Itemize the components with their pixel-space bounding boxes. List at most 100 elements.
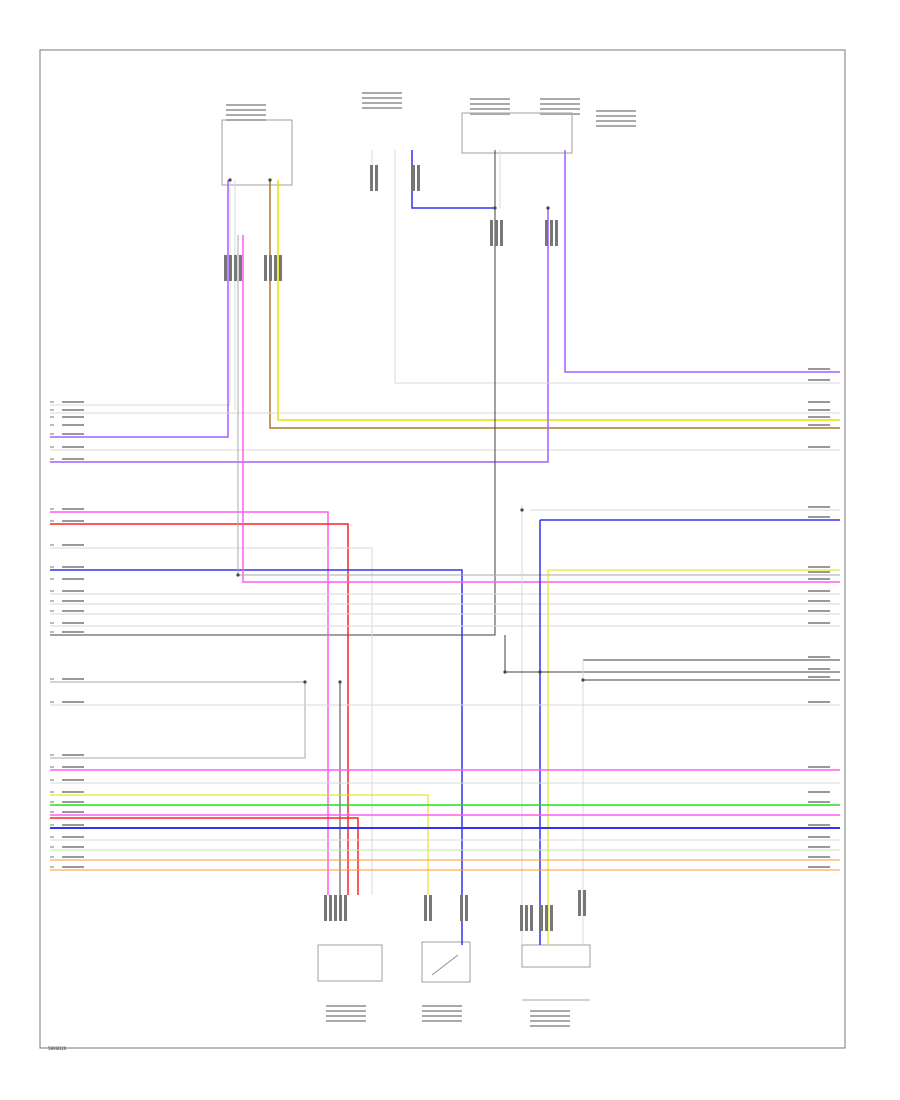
wire-violet-9 <box>564 150 840 373</box>
junction-dot-3 <box>493 206 497 210</box>
left-pin-mark-2 <box>50 409 54 411</box>
junction-dot-1 <box>228 178 232 182</box>
right-label-mark-26 <box>808 846 830 848</box>
component-label-mark-8-3 <box>530 1020 570 1022</box>
left-pin-mark-23 <box>50 791 54 793</box>
left-pin-mark-16 <box>50 622 54 624</box>
connector-pin-9-3 <box>530 905 533 931</box>
left-pin-mark-15 <box>50 610 54 612</box>
left-label-mark-24 <box>62 801 84 803</box>
component-label-mark-3-1 <box>470 98 510 100</box>
junction-dot-11 <box>503 670 507 674</box>
component-label-mark-8-2 <box>530 1015 570 1017</box>
left-pin-mark-8 <box>50 508 54 510</box>
component-label-mark-2-1 <box>362 92 402 94</box>
left-label-mark-6 <box>62 446 84 448</box>
component-label-mark-3-2 <box>470 103 510 105</box>
right-label-mark-21 <box>808 766 830 768</box>
component-label-mark-3-4 <box>470 113 510 115</box>
left-label-mark-16 <box>62 622 84 624</box>
left-label-mark-20 <box>62 754 84 756</box>
connector-pin-12-1 <box>460 895 463 921</box>
wire-brown-4 <box>269 180 840 429</box>
left-pin-mark-20 <box>50 754 54 756</box>
junction-dot-6 <box>303 680 307 684</box>
wire-black-13 <box>50 150 496 636</box>
connector-pin-12-2 <box>465 895 468 921</box>
module-left-bottom <box>317 944 383 982</box>
connector-pin-2-3 <box>274 255 277 281</box>
left-label-mark-5 <box>62 433 84 435</box>
wire-black-31 <box>504 635 840 673</box>
wire-yellow-5 <box>277 180 840 421</box>
left-pin-mark-14 <box>50 600 54 602</box>
connector-pin-3-1 <box>370 165 373 191</box>
sensor-right-bottom <box>521 944 591 968</box>
left-label-mark-28 <box>62 846 84 848</box>
component-label-mark-2-3 <box>362 102 402 104</box>
connector-pin-11-2 <box>583 890 586 916</box>
wire-white-10 <box>394 150 840 384</box>
left-label-mark-11 <box>62 566 84 568</box>
component-label-mark-6-3 <box>326 1015 366 1017</box>
connector-pin-5-3 <box>500 220 503 246</box>
left-pin-mark-30 <box>50 866 54 868</box>
component-label-mark-7-4 <box>422 1020 462 1022</box>
left-label-mark-17 <box>62 631 84 633</box>
connector-pin-7-4 <box>339 895 342 921</box>
left-label-mark-9 <box>62 520 84 522</box>
left-pin-mark-11 <box>50 566 54 568</box>
component-label-mark-2-4 <box>362 107 402 109</box>
left-label-mark-2 <box>62 409 84 411</box>
wire-white-1 <box>50 180 231 406</box>
left-pin-mark-13 <box>50 590 54 592</box>
wire-blue-11 <box>411 150 495 209</box>
right-label-mark-25 <box>808 836 830 838</box>
junction-dot-7 <box>338 680 342 684</box>
left-label-mark-27 <box>62 836 84 838</box>
diagram-border <box>39 49 846 1049</box>
wire-pink-15 <box>50 511 329 895</box>
connector-pin-3-2 <box>375 165 378 191</box>
right-label-mark-24 <box>808 824 830 826</box>
left-label-mark-30 <box>62 866 84 868</box>
components <box>221 112 591 1001</box>
left-label-mark-22 <box>62 779 84 781</box>
right-label-mark-14 <box>808 600 830 602</box>
connector-pin-8-1 <box>424 895 427 921</box>
right-label-mark-4 <box>808 409 830 411</box>
left-pin-mark-17 <box>50 631 54 633</box>
wire-red-43 <box>50 817 359 895</box>
right-label-mark-10 <box>808 566 830 568</box>
connector-pin-11-1 <box>578 890 581 916</box>
left-label-mark-3 <box>62 416 84 418</box>
component-label-mark-4-2 <box>540 103 580 105</box>
connector-pin-10-1 <box>540 905 543 931</box>
left-pin-mark-3 <box>50 416 54 418</box>
switch-center-bottom <box>421 941 471 983</box>
wire-yellow-40 <box>50 794 429 895</box>
left-pin-mark-24 <box>50 801 54 803</box>
component-label-mark-5-2 <box>596 115 636 117</box>
left-pin-mark-19 <box>50 701 54 703</box>
right-label-mark-8 <box>808 506 830 508</box>
junction-dot-4 <box>546 206 550 210</box>
wire-labels <box>50 92 830 1027</box>
connector-pin-6-3 <box>555 220 558 246</box>
right-label-mark-7 <box>808 446 830 448</box>
component-label-mark-5-1 <box>596 110 636 112</box>
left-pin-mark-1 <box>50 401 54 403</box>
right-label-mark-6 <box>808 424 830 426</box>
wire-pink-19 <box>242 235 840 583</box>
left-label-mark-1 <box>62 401 84 403</box>
connector-pin-1-3 <box>234 255 237 281</box>
connector-pin-2-1 <box>264 255 267 281</box>
wire-grey-35 <box>50 681 306 759</box>
fuse-box-left <box>221 119 293 186</box>
right-label-mark-23 <box>808 801 830 803</box>
right-label-mark-16 <box>808 622 830 624</box>
wires <box>50 150 840 945</box>
connector-pin-7-1 <box>324 895 327 921</box>
junction-dot-9 <box>581 678 585 682</box>
